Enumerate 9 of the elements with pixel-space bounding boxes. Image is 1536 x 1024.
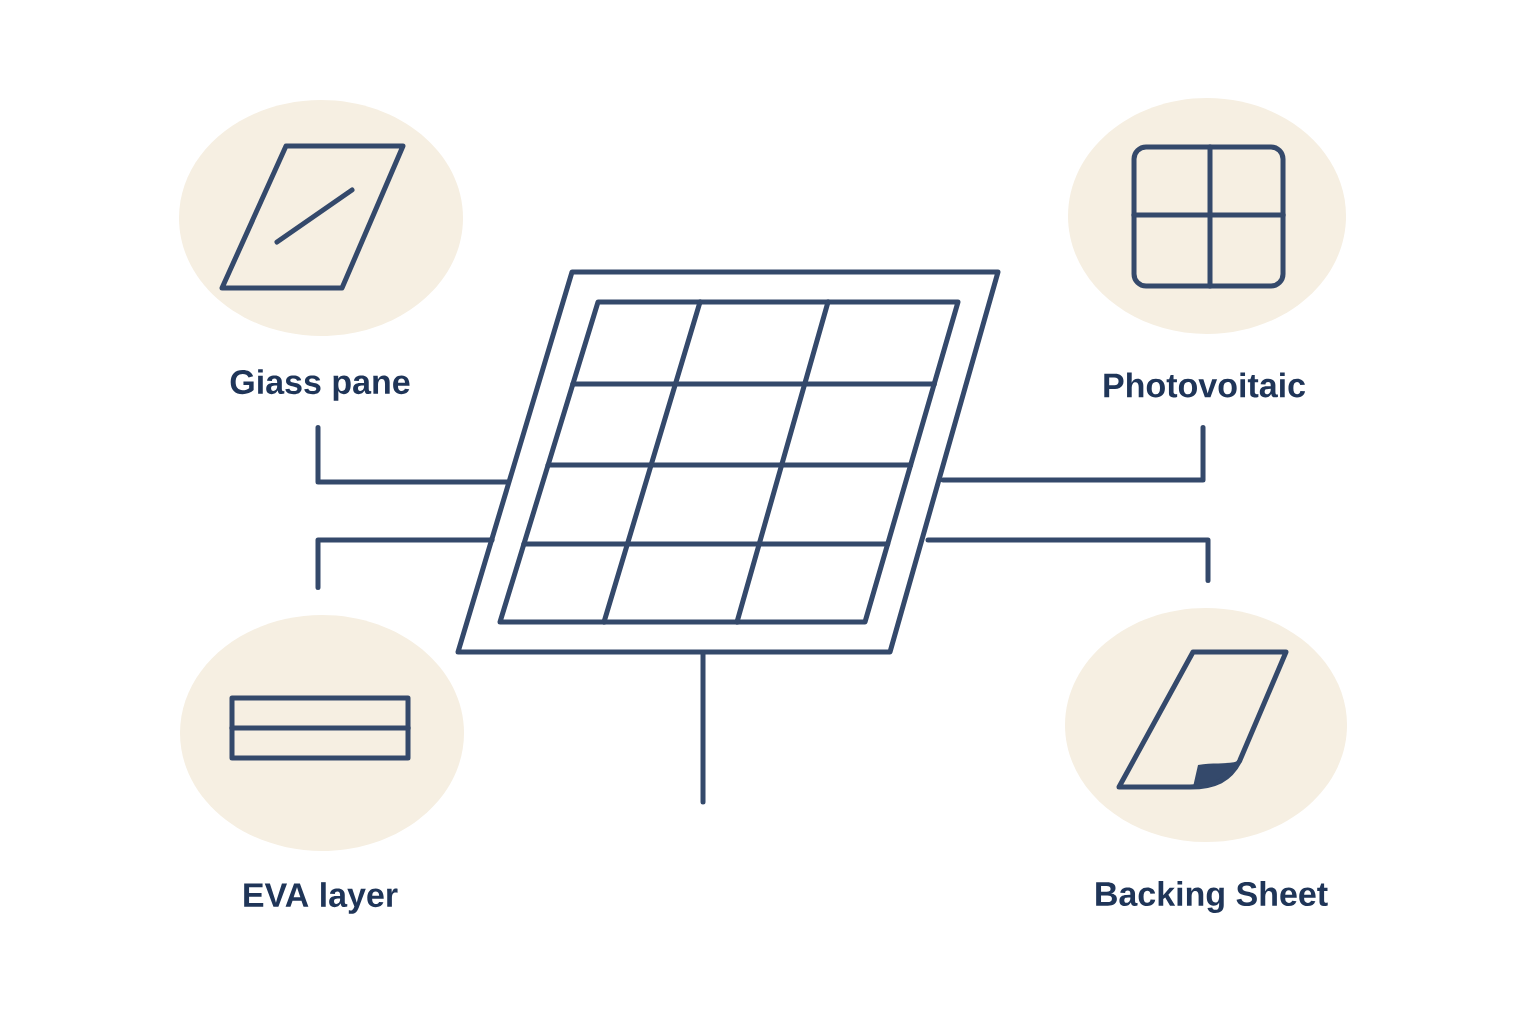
component-label: Photovoitaic (1104, 372, 1306, 398)
leader-line (925, 537, 1211, 583)
leader-line (940, 425, 1206, 483)
component-label: Backing Sheet (1096, 881, 1328, 913)
solar-panel-drawing (455, 269, 1001, 805)
leader-line (315, 425, 510, 485)
component-label: Giass pane (230, 369, 410, 401)
leader-line (315, 537, 495, 590)
component-label: EVA layer (244, 882, 398, 914)
